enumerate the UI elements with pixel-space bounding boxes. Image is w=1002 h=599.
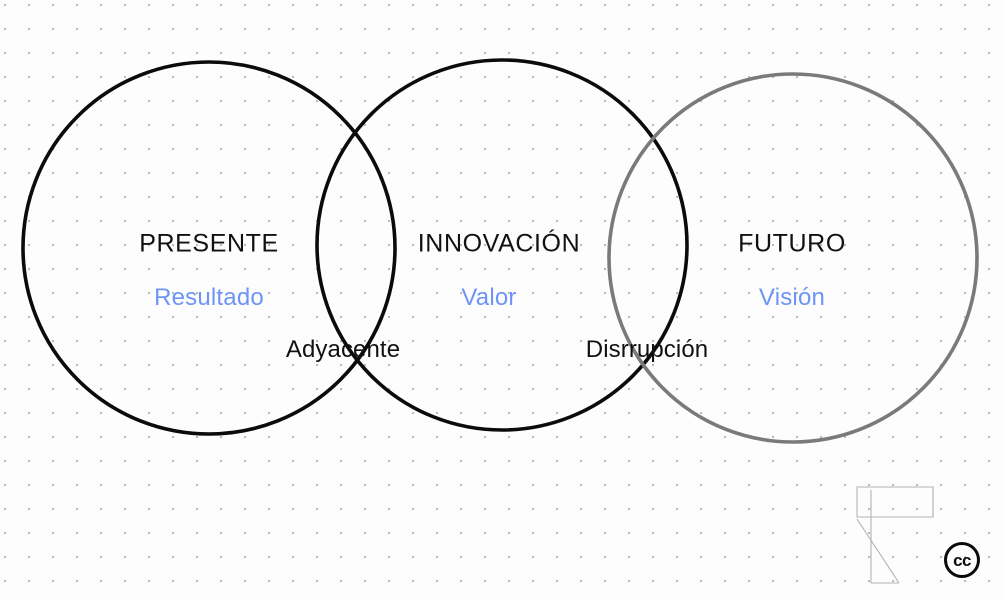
circle-subtitle-presente: Resultado <box>154 284 264 311</box>
creative-commons-badge: cc <box>944 542 980 578</box>
circle-innovacion <box>315 58 689 432</box>
circle-futuro <box>607 72 979 444</box>
circle-subtitle-futuro: Visión <box>758 284 826 311</box>
circle-title-innovacion: INNOVACIÓN <box>417 229 581 258</box>
circle-subtitle-innovacion: Valor <box>461 284 517 311</box>
intersection-label-adyacente: Adyacente <box>285 336 401 363</box>
circle-title-presente: PRESENTE <box>139 229 279 258</box>
circle-presente <box>21 60 397 436</box>
stylized-f-logo <box>856 486 934 584</box>
intersection-label-disrrupcion: Disrrupción <box>585 336 709 363</box>
circle-title-futuro: FUTURO <box>738 229 846 258</box>
